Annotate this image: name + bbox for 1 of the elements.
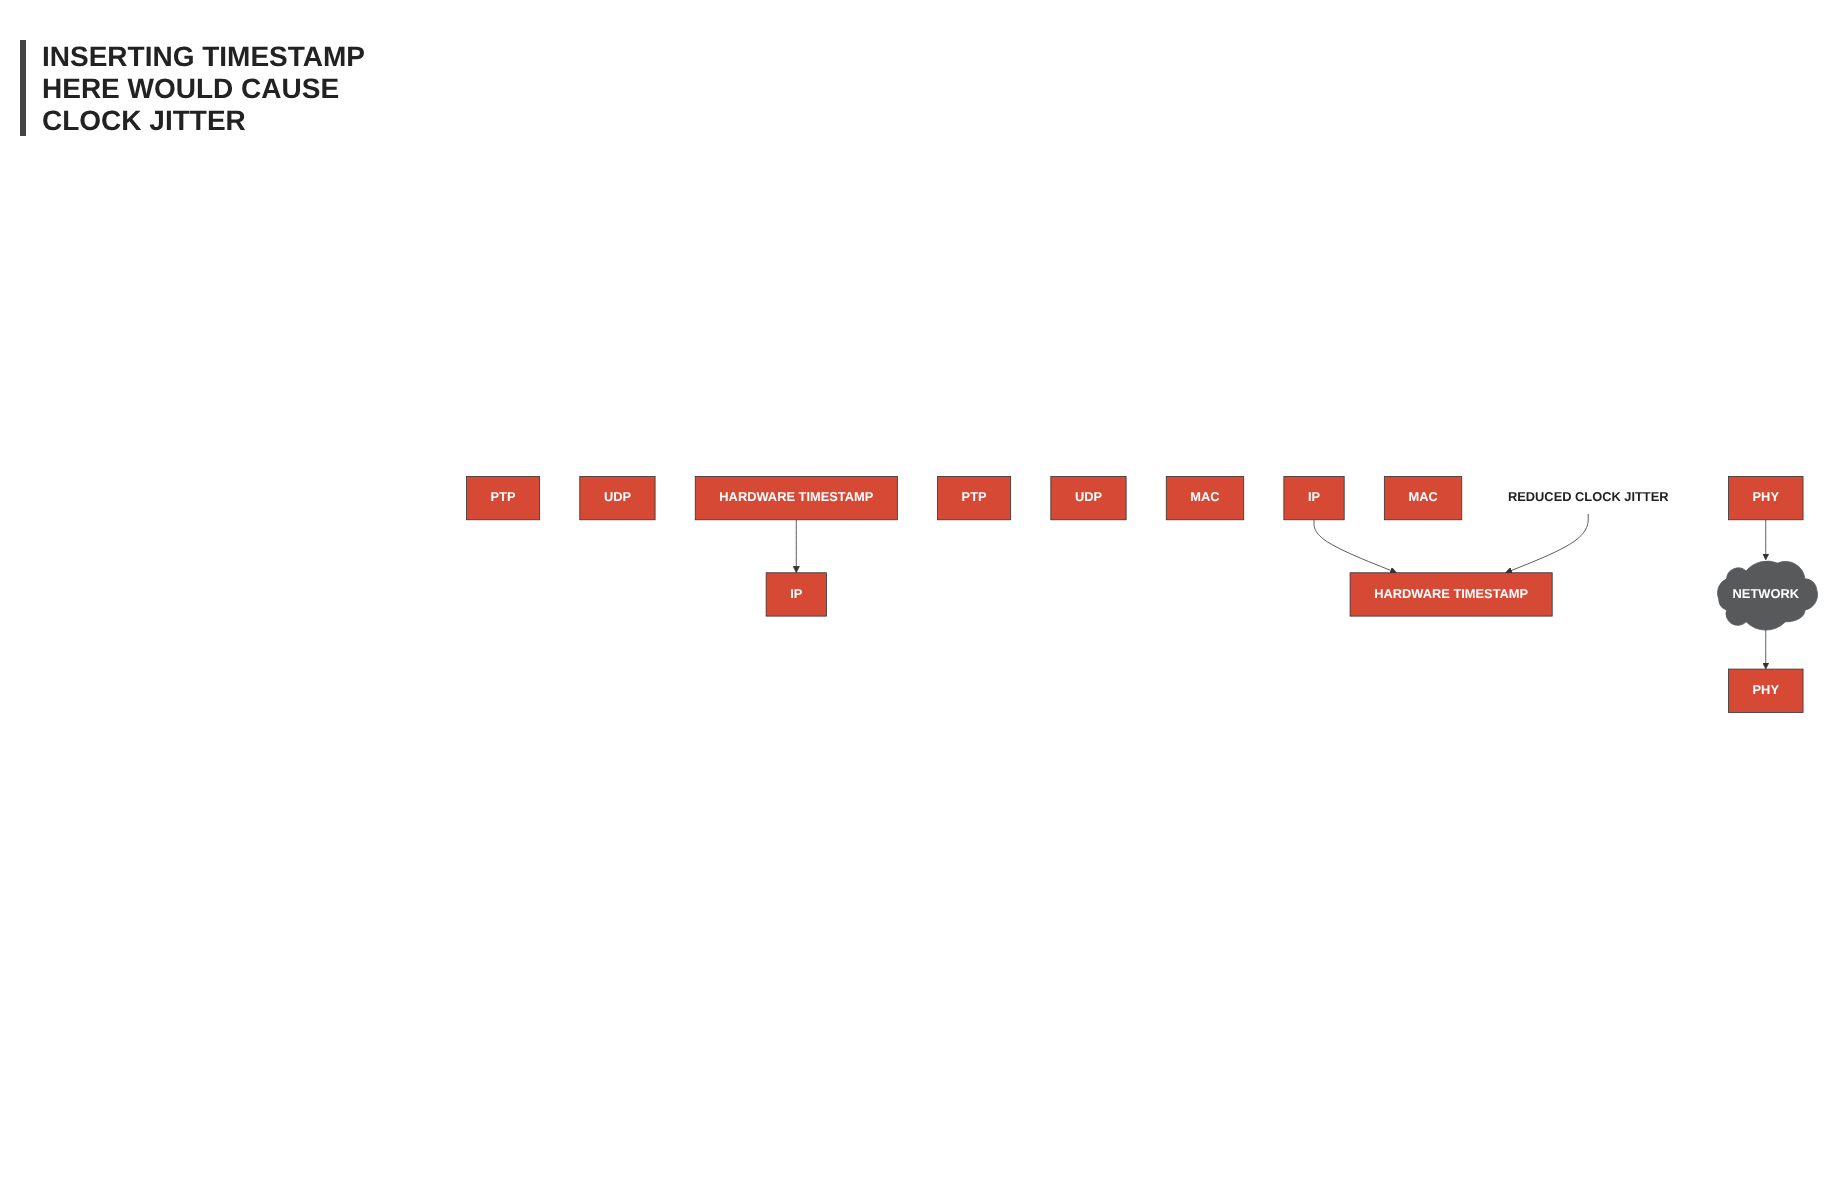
note-text: INSERTING TIMESTAMP HERE WOULD CAUSE CLOCK JITTER bbox=[20, 40, 440, 136]
